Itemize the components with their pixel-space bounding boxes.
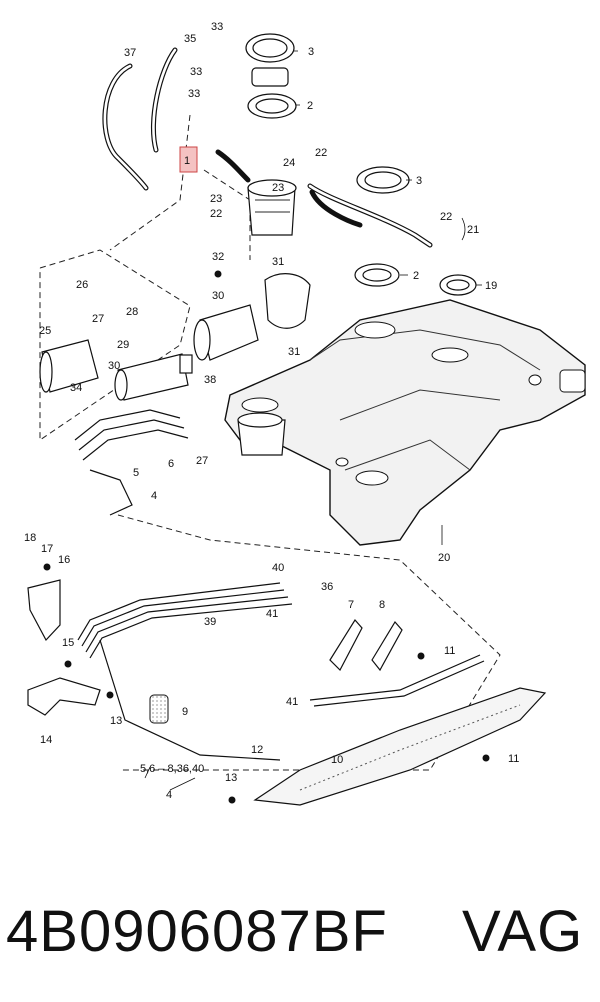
callout-13: 13 — [225, 772, 237, 784]
brand-label: VAG — [462, 899, 584, 964]
callout-33: 33 — [211, 21, 223, 33]
callout-3: 3 — [416, 175, 422, 187]
callout-34: 34 — [70, 382, 82, 394]
callout-33: 33 — [190, 66, 202, 78]
callout-4: 4 — [166, 789, 172, 801]
part-number: 4B0906087BF — [6, 899, 388, 964]
callout-28: 28 — [126, 306, 138, 318]
line-brackets — [329, 618, 403, 672]
callout-36: 36 — [321, 581, 333, 593]
callout-26: 26 — [76, 279, 88, 291]
callout-7: 7 — [348, 599, 354, 611]
callout-14: 14 — [40, 734, 52, 746]
callout-41: 41 — [266, 608, 278, 620]
callout-24: 24 — [283, 157, 295, 169]
callout-38: 38 — [204, 374, 216, 386]
seal-ring-right — [354, 263, 400, 287]
callout-4: 4 — [151, 490, 157, 502]
callout-23: 23 — [210, 193, 222, 205]
callout-22: 22 — [210, 208, 222, 220]
callout-17: 17 — [41, 543, 53, 555]
callout-12: 12 — [251, 744, 263, 756]
callout-11: 11 — [444, 645, 455, 657]
mount-brackets — [27, 579, 101, 716]
fuel-system-exploded-diagram: 1 33 35 37 3 33 33 2 22 24 23 3 23 22 22… — [24, 21, 586, 806]
callout-16: 16 — [58, 554, 70, 566]
callout-15: 15 — [62, 637, 74, 649]
highlight-box-part-1 — [179, 146, 198, 173]
fuel-tank — [224, 299, 586, 546]
footer: 4B0906087BF VAG — [0, 872, 600, 992]
callout-27: 27 — [196, 455, 208, 467]
callout-9: 9 — [182, 706, 188, 718]
lock-ring-right — [356, 166, 410, 194]
callout-35: 35 — [184, 33, 196, 45]
callout-2: 2 — [413, 270, 419, 282]
callout-27: 27 — [92, 313, 104, 325]
callout-10: 10 — [331, 754, 343, 766]
fuel-filter — [39, 339, 193, 401]
seal-ring-top — [247, 93, 297, 119]
callout-21: 21 — [467, 224, 479, 236]
sleeve-9 — [149, 694, 169, 724]
callout-33: 33 — [188, 88, 200, 100]
callout-39: 39 — [204, 616, 216, 628]
callout-31: 31 — [288, 346, 300, 358]
callout-30: 30 — [212, 290, 224, 302]
callout-5: 5 — [133, 467, 139, 479]
charcoal-canister — [193, 273, 311, 361]
callout-22: 22 — [440, 211, 452, 223]
callout-25: 25 — [39, 325, 51, 337]
callout-22: 22 — [315, 147, 327, 159]
callout-41: 41 — [286, 696, 298, 708]
callout-11: 11 — [508, 753, 519, 765]
callout-20: 20 — [438, 552, 450, 564]
fasteners — [43, 270, 490, 804]
fuel-lines-bottom — [74, 409, 485, 761]
callout-31: 31 — [272, 256, 284, 268]
cap-19 — [439, 274, 477, 296]
fuel-sender-unit — [237, 67, 297, 456]
callout-40: 40 — [272, 562, 284, 574]
leader-lines — [144, 50, 482, 791]
callout-6: 6 — [168, 458, 174, 470]
callout-13: 13 — [110, 715, 122, 727]
callout-32: 32 — [212, 251, 224, 263]
callout-23: 23 — [272, 182, 284, 194]
callout-1: 1 — [184, 155, 190, 167]
callout-19: 19 — [485, 280, 497, 292]
heat-shield-10 — [253, 687, 547, 806]
callout-8: 8 — [379, 599, 385, 611]
callout-37: 37 — [124, 47, 136, 59]
callout-29: 29 — [117, 339, 129, 351]
callout-2: 2 — [307, 100, 313, 112]
callout-30: 30 — [108, 360, 120, 372]
callout-3: 3 — [308, 46, 314, 58]
callout-range: 5,6 – 8,36,40 — [140, 763, 204, 775]
callouts: 33 35 37 3 33 33 2 22 24 23 3 23 22 22 2… — [24, 21, 519, 801]
lock-ring-top — [245, 33, 295, 63]
callout-18: 18 — [24, 532, 36, 544]
